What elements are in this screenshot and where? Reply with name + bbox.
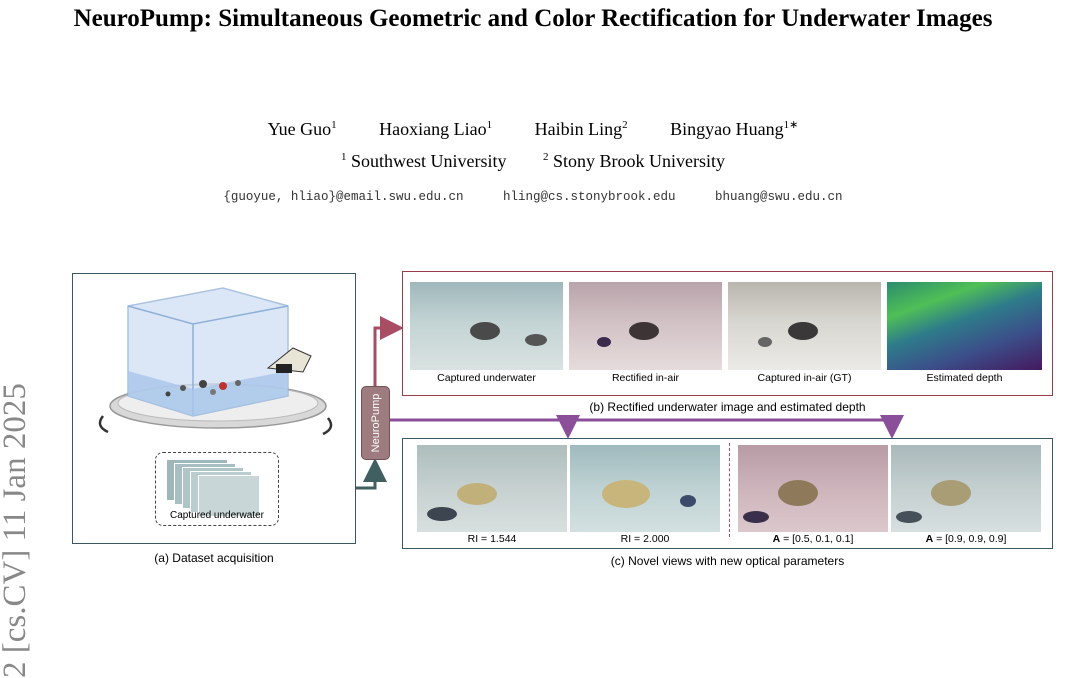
image-label: Estimated depth: [926, 372, 1003, 384]
email: bhuang@swu.edu.cn: [715, 190, 843, 204]
panel-dataset-acquisition: Captured underwater: [72, 273, 356, 544]
paper-title: NeuroPump: Simultaneous Geometric and Co…: [73, 5, 993, 32]
email: {guoyue, hliao}@email.swu.edu.cn: [223, 190, 464, 204]
panel-novel-views: RI = 1.544 RI = 2.000 A = [0.5, 0.1, 0.1…: [402, 438, 1053, 549]
author: Bingyao Huang1∗: [670, 119, 799, 139]
panel-b-caption: (b) Rectified underwater image and estim…: [589, 400, 866, 414]
author: Yue Guo1: [267, 119, 337, 139]
arrow-to-panel-c: [388, 415, 904, 439]
stack-label: Captured underwater: [170, 510, 264, 521]
divider-dashed: [729, 443, 730, 537]
panel-a-caption: (a) Dataset acquisition: [154, 551, 274, 565]
author-list: Yue Guo1 Haoxiang Liao1 Haibin Ling2 Bin…: [0, 118, 1066, 140]
panel-rectified: Captured underwater Rectified in-air Cap…: [402, 271, 1053, 396]
arrow-to-panel-b: [373, 316, 404, 386]
author: Haibin Ling2: [534, 119, 628, 139]
image-label: Captured in-air (GT): [757, 372, 852, 384]
image-rectified-in-air: [569, 282, 722, 370]
image-label: RI = 2.000: [620, 533, 670, 545]
image-novel-view-ri-2000: [570, 445, 720, 532]
image-label: A = [0.5, 0.1, 0.1]: [772, 533, 854, 545]
image-novel-view-ri-1544: [417, 445, 567, 532]
affiliation: 1 Southwest University: [340, 151, 507, 171]
panel-c-caption: (c) Novel views with new optical paramet…: [610, 554, 845, 568]
image-label: Captured underwater: [437, 372, 536, 384]
email: hling@cs.stonybrook.edu: [502, 190, 676, 204]
affiliation: 2 Stony Brook University: [542, 151, 725, 171]
image-captured-in-air: [728, 282, 881, 370]
image-estimated-depth: [887, 282, 1042, 370]
tank-illustration: [98, 287, 333, 436]
captured-stack: Captured underwater: [155, 452, 279, 526]
email-list: {guoyue, hliao}@email.swu.edu.cn hling@c…: [0, 190, 1066, 204]
neuropump-label: NeuroPump: [369, 393, 382, 453]
image-captured-underwater: [410, 282, 563, 370]
image-novel-view-a-09: [891, 445, 1041, 532]
image-label: RI = 1.544: [467, 533, 517, 545]
image-label: A = [0.9, 0.9, 0.9]: [925, 533, 1007, 545]
affiliation-list: 1 Southwest University 2 Stony Brook Uni…: [0, 151, 1066, 172]
author: Haoxiang Liao1: [379, 119, 493, 139]
neuropump-block: NeuroPump: [361, 386, 390, 460]
image-novel-view-a-05: [738, 445, 888, 532]
image-label: Rectified in-air: [611, 372, 680, 384]
